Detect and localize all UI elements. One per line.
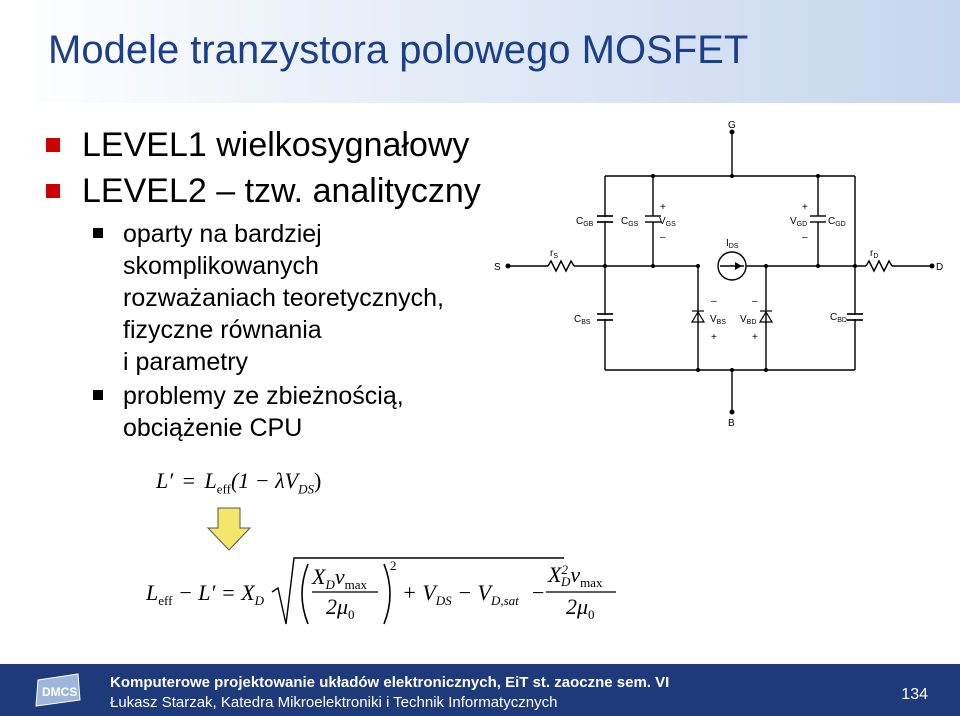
title-band [0, 0, 960, 103]
black-square-bullet-icon [93, 390, 103, 400]
page-number: 134 [901, 686, 928, 703]
red-square-bullet-icon [46, 184, 60, 198]
svg-text:2: 2 [390, 558, 397, 573]
slide-title: Modele tranzystora polowego MOSFET [48, 28, 749, 72]
formula-symbol: (1 − λV [230, 468, 299, 493]
label-vgs: VGS [659, 216, 676, 228]
sub-bullet-text: oparty na bardziej skomplikowanych rozwa… [123, 220, 444, 376]
label-drain: D [936, 262, 943, 273]
formula-subscript: eff [216, 481, 231, 497]
label-bulk: B [728, 418, 735, 429]
label-vbd-plus: + [752, 332, 758, 343]
label-vgd: VGD [790, 216, 807, 228]
formula-symbol: ) [313, 468, 322, 493]
down-arrow-icon [206, 507, 252, 551]
svg-text:DMCS: DMCS [42, 685, 77, 699]
dmcs-logo-icon: DMCS [35, 673, 81, 707]
formula-subscript: DS [298, 481, 314, 497]
formula-length-modulation: L′ = Leff(1 − λVDS) [156, 468, 321, 497]
footer-course: Komputerowe projektowanie układów elektr… [110, 674, 670, 691]
label-source: S [494, 262, 501, 273]
label-rs: rS [550, 248, 558, 260]
label-vbd-minus: – [752, 296, 758, 307]
label-cgb: CGB [576, 216, 594, 228]
formula-symbol: L′ [156, 468, 174, 493]
label-cgs: CGS [621, 216, 639, 228]
bullet-text: LEVEL2 – tzw. analityczny [82, 172, 481, 210]
label-vgs-minus: – [660, 232, 666, 243]
label-vgd-minus: – [802, 232, 808, 243]
footer-author: Łukasz Starzak, Katedra Mikroelektroniki… [110, 694, 558, 711]
formula-effective-length: Leff − L′ = XD XDvmax 2μ0 2 + VDS − VD,s… [145, 557, 616, 625]
label-vbs-plus: + [711, 332, 717, 343]
label-rd: rD [870, 248, 878, 260]
bullet-text: LEVEL1 wielkosygnałowy [82, 126, 470, 164]
sub-bullet-text: problemy ze zbieżnością, obciążenie CPU [123, 382, 404, 442]
label-ids: IDS [726, 238, 739, 250]
formula-equals: = [182, 468, 195, 493]
svg-text:2μ0: 2μ0 [326, 594, 355, 622]
label-vbs: VBS [710, 314, 726, 326]
footer-bar: DMCS Komputerowe projektowanie układów e… [0, 664, 960, 716]
label-vbd: VBD [740, 314, 756, 326]
label-vgs-plus: + [660, 202, 666, 213]
svg-text:Leff − L′ = XD: Leff − L′ = XD [145, 580, 265, 608]
label-cbs: CBS [574, 314, 591, 326]
label-gate: G [728, 120, 736, 131]
formula-symbol: L [204, 468, 217, 493]
mosfet-equivalent-circuit: G S D B rS rD CGB CGS VGS + – IDS VGD + … [494, 120, 943, 429]
svg-text:−: − [532, 580, 544, 605]
black-square-bullet-icon [93, 228, 103, 238]
svg-text:+ VDS − VD,sat: + VDS − VD,sat [402, 580, 519, 608]
red-square-bullet-icon [46, 138, 60, 152]
svg-text:XDvmax: XDvmax [311, 564, 367, 592]
label-cbd: CBD [830, 312, 847, 324]
label-vgd-plus: + [802, 202, 808, 213]
svg-text:2μ0: 2μ0 [566, 594, 595, 622]
label-cgd: CGD [828, 216, 846, 228]
label-vbs-minus: – [711, 296, 717, 307]
